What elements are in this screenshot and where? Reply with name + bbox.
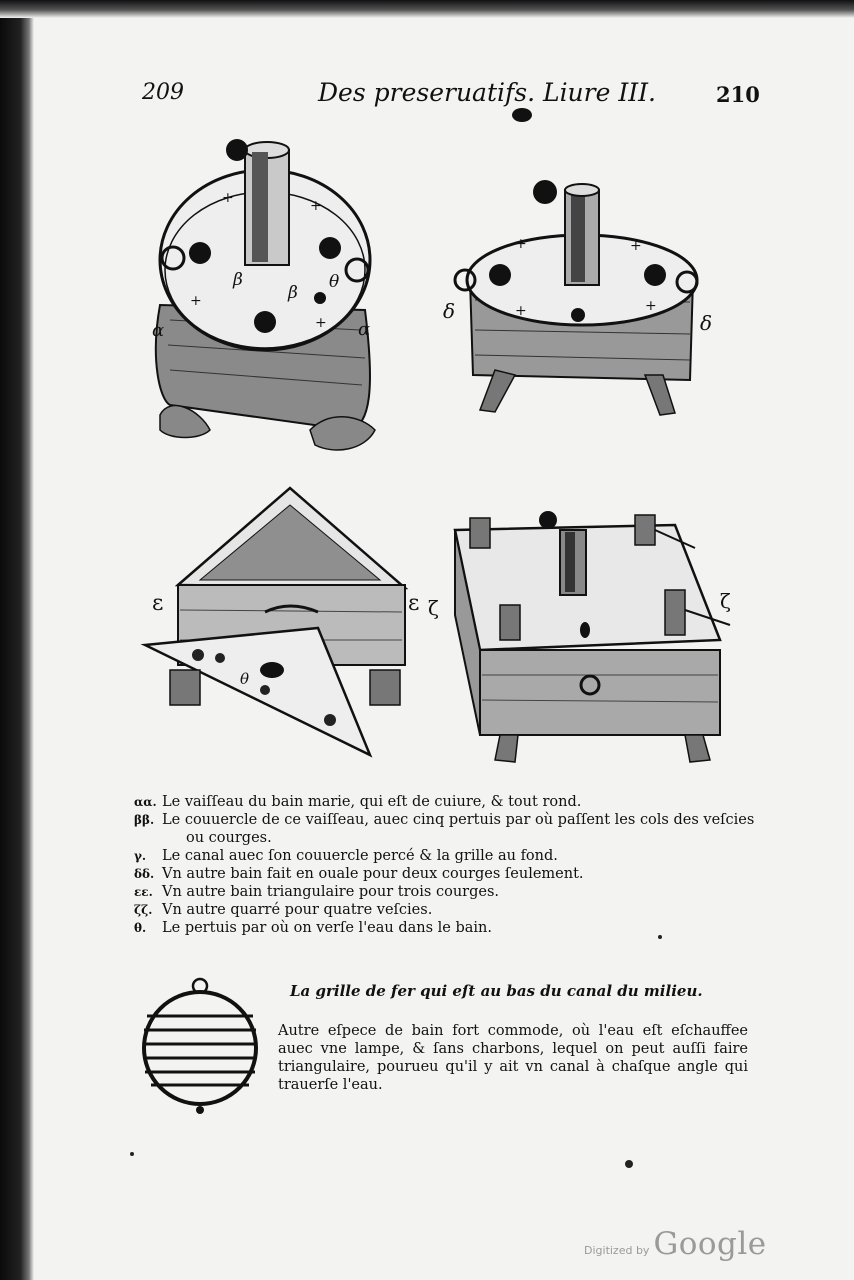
figure-letter: ζ xyxy=(428,596,439,620)
running-title: Des preseruatifs. Liure III. xyxy=(318,78,656,107)
cross-mark: + xyxy=(515,236,527,252)
legend-item: αα. Le vaiſſeau du bain marie, qui eſt de… xyxy=(128,793,768,811)
legend-key: γ. xyxy=(134,849,147,863)
figure-letter: δ xyxy=(443,299,455,323)
legend-item: γ. Le canal auec ſon couuercle percé & la… xyxy=(128,847,768,865)
legend-key: θ. xyxy=(134,921,147,935)
figure-letter: ε xyxy=(152,591,163,616)
google-logo: Google xyxy=(653,1226,767,1262)
scan-left-edge xyxy=(0,0,34,1280)
cross-mark: + xyxy=(190,293,202,309)
cross-mark: + xyxy=(645,298,657,314)
legend-text: Vn autre quarré pour quatre veſcies. xyxy=(162,902,433,918)
legend-item: θ. Le pertuis par où on verſe l'eau dans … xyxy=(128,919,768,937)
legend-text: Vn autre bain fait en ouale pour deux co… xyxy=(162,866,584,882)
cross-mark: + xyxy=(315,315,327,331)
ink-blot xyxy=(512,108,532,122)
figure-letter: θ xyxy=(329,272,339,292)
legend-item: ββ. Le couuercle de ce vaiſſeau, auec cin… xyxy=(128,811,768,829)
figure-letter: α xyxy=(152,320,164,341)
bath-description: Autre eſpece de bain fort commode, où l'… xyxy=(278,1022,748,1094)
legend-item: εε. Vn autre bain triangulaire pour trois… xyxy=(128,883,768,901)
square-bath-illustration: ζ ζ xyxy=(428,511,731,763)
grille-caption: La grille de fer qui eſt au bas du canal… xyxy=(290,982,703,1000)
watermark-prefix: Digitized by xyxy=(584,1244,650,1257)
legend-text: Le canal auec ſon couuercle percé & la g… xyxy=(162,848,558,864)
legend-item: ζζ. Vn autre quarré pour quatre veſcies. xyxy=(128,901,768,919)
figure-letter: δ xyxy=(700,311,712,335)
figure-letter: ε xyxy=(408,591,419,616)
page-number-left: 209 xyxy=(142,80,184,105)
legend-text: ou courges. xyxy=(186,830,272,846)
figure-letter: θ xyxy=(240,670,249,688)
ink-speck xyxy=(130,1152,134,1156)
legend-item: δδ. Vn autre bain fait en ouale pour deux… xyxy=(128,865,768,883)
legend-text: Le vaiſſeau du bain marie, qui eſt de cu… xyxy=(162,794,582,810)
legend-key: ββ. xyxy=(134,813,155,827)
ink-speck xyxy=(658,935,662,939)
cross-mark: + xyxy=(222,190,234,206)
legend-key: ζζ. xyxy=(134,903,153,917)
grille-illustration xyxy=(142,977,258,1114)
scan-top-edge xyxy=(0,0,854,18)
figure-legend: αα. Le vaiſſeau du bain marie, qui eſt de… xyxy=(128,793,768,937)
round-bath-illustration: + + + + α β β θ α xyxy=(152,139,376,451)
legend-key: αα. xyxy=(134,795,157,809)
legend-text: Le couuercle de ce vaiſſeau, auec cinq p… xyxy=(162,812,755,828)
legend-item: ou courges. xyxy=(128,829,768,847)
triangle-bath-illustration: ε ε θ xyxy=(140,486,419,758)
figure-letter: β xyxy=(287,283,298,303)
figure-letter: β xyxy=(232,270,243,290)
figure-letter: α xyxy=(358,319,370,340)
cross-mark: + xyxy=(310,198,322,214)
oval-bath-illustration: + + + + δ δ xyxy=(443,180,712,416)
legend-key: εε. xyxy=(134,885,153,899)
ink-speck xyxy=(625,1160,633,1168)
cross-mark: + xyxy=(515,303,527,319)
legend-text: Le pertuis par où on verſe l'eau dans le… xyxy=(162,920,493,936)
legend-text: Vn autre bain triangulaire pour trois co… xyxy=(162,884,500,900)
legend-key: δδ. xyxy=(134,867,155,881)
figure-letter: ζ xyxy=(720,589,731,613)
paragraph-text: Autre eſpece de bain fort commode, où l'… xyxy=(278,1023,748,1093)
page-header: 209 Des preseruatifs. Liure III. 210 xyxy=(0,78,854,112)
cross-mark: + xyxy=(630,238,642,254)
page-number-right: 210 xyxy=(716,82,760,107)
